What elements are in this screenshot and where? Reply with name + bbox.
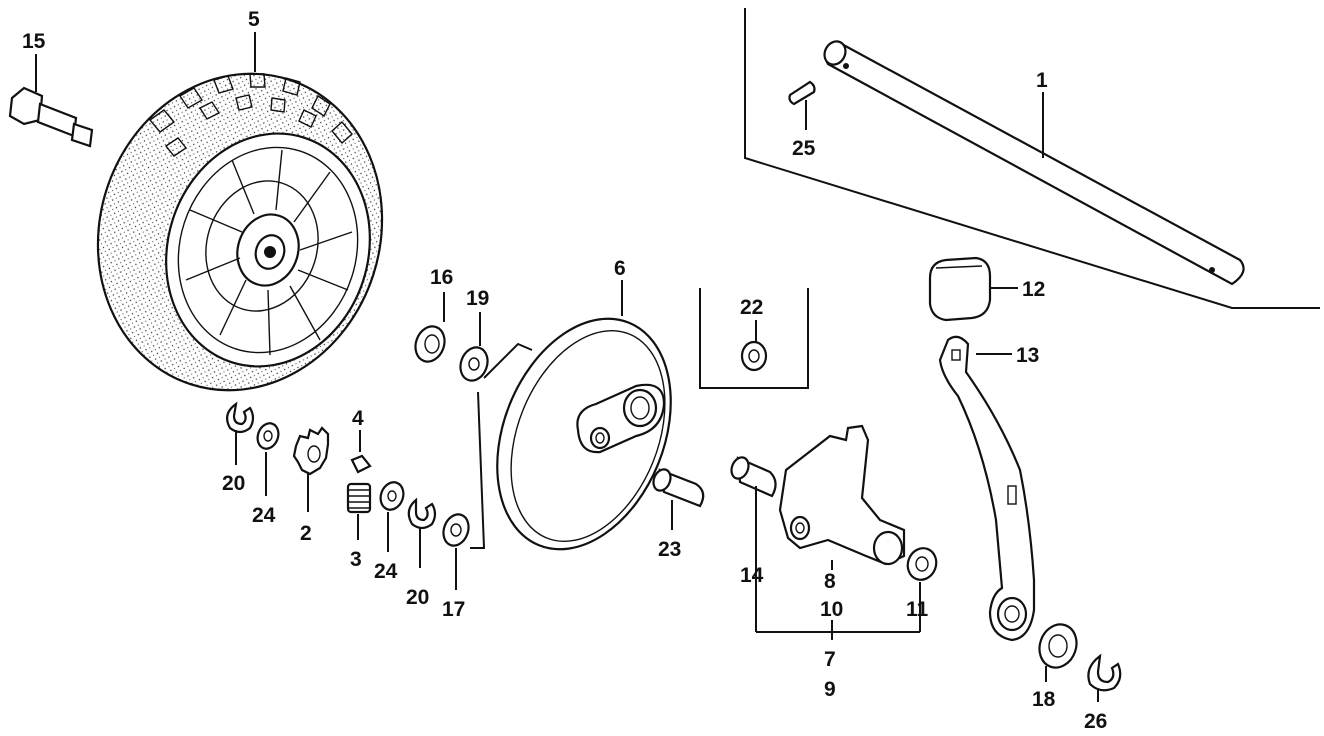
- washer-18-part: [1038, 623, 1078, 669]
- label-4: 4: [352, 407, 364, 430]
- label-12: 12: [1022, 278, 1045, 301]
- washer-left-part: [256, 422, 280, 450]
- label-3: 3: [350, 548, 362, 571]
- label-8: 8: [824, 570, 836, 593]
- label-24b: 24: [374, 560, 398, 583]
- label-9: 9: [824, 678, 836, 701]
- lever-arm-part: [938, 335, 1036, 642]
- label-23: 23: [658, 538, 681, 561]
- label-7: 7: [824, 648, 836, 671]
- label-19: 19: [466, 287, 489, 310]
- label-15: 15: [22, 30, 46, 53]
- bushing-16-part: [414, 325, 446, 363]
- circlip-26-part: [1087, 653, 1122, 692]
- bushing-23-part: [652, 468, 705, 508]
- label-26: 26: [1084, 710, 1107, 733]
- shoulder-bolt-part: [8, 86, 94, 148]
- label-13: 13: [1016, 344, 1039, 367]
- label-1: 1: [1036, 69, 1048, 92]
- spring-part: [346, 482, 372, 514]
- label-25: 25: [792, 137, 816, 160]
- washer-17-part: [442, 513, 470, 547]
- label-16: 16: [430, 266, 453, 289]
- pawl-arm-part: [778, 424, 906, 566]
- circlip-left-part: [225, 401, 255, 434]
- pad-part: [928, 256, 992, 322]
- circlip-right-part: [407, 497, 437, 530]
- collar-22-box: [699, 288, 809, 389]
- label-11: 11: [906, 598, 929, 621]
- label-2: 2: [300, 522, 312, 545]
- label-18: 18: [1032, 688, 1056, 711]
- label-10: 10: [820, 598, 843, 621]
- label-14: 14: [740, 564, 764, 587]
- label-22: 22: [740, 296, 763, 319]
- label-5: 5: [248, 8, 260, 31]
- gear-case-cover-part: [496, 317, 672, 551]
- bushing-11-part: [906, 547, 938, 581]
- axle-callout-box: [744, 8, 1320, 309]
- label-20a: 20: [222, 472, 245, 495]
- label-17: 17: [442, 598, 465, 621]
- wheel-part: [96, 72, 384, 392]
- key-part: [350, 454, 372, 474]
- label-6: 6: [614, 257, 626, 280]
- sleeve-14-part: [730, 456, 777, 498]
- assembly-bracket-line: [483, 342, 533, 379]
- pin-part: [788, 80, 816, 106]
- washer-right-part: [379, 481, 405, 511]
- label-20b: 20: [406, 586, 429, 609]
- pinion-gear-part: [292, 426, 330, 476]
- label-24a: 24: [252, 504, 276, 527]
- axle-shaft-part: [823, 40, 1245, 286]
- washer-19-part: [459, 346, 489, 382]
